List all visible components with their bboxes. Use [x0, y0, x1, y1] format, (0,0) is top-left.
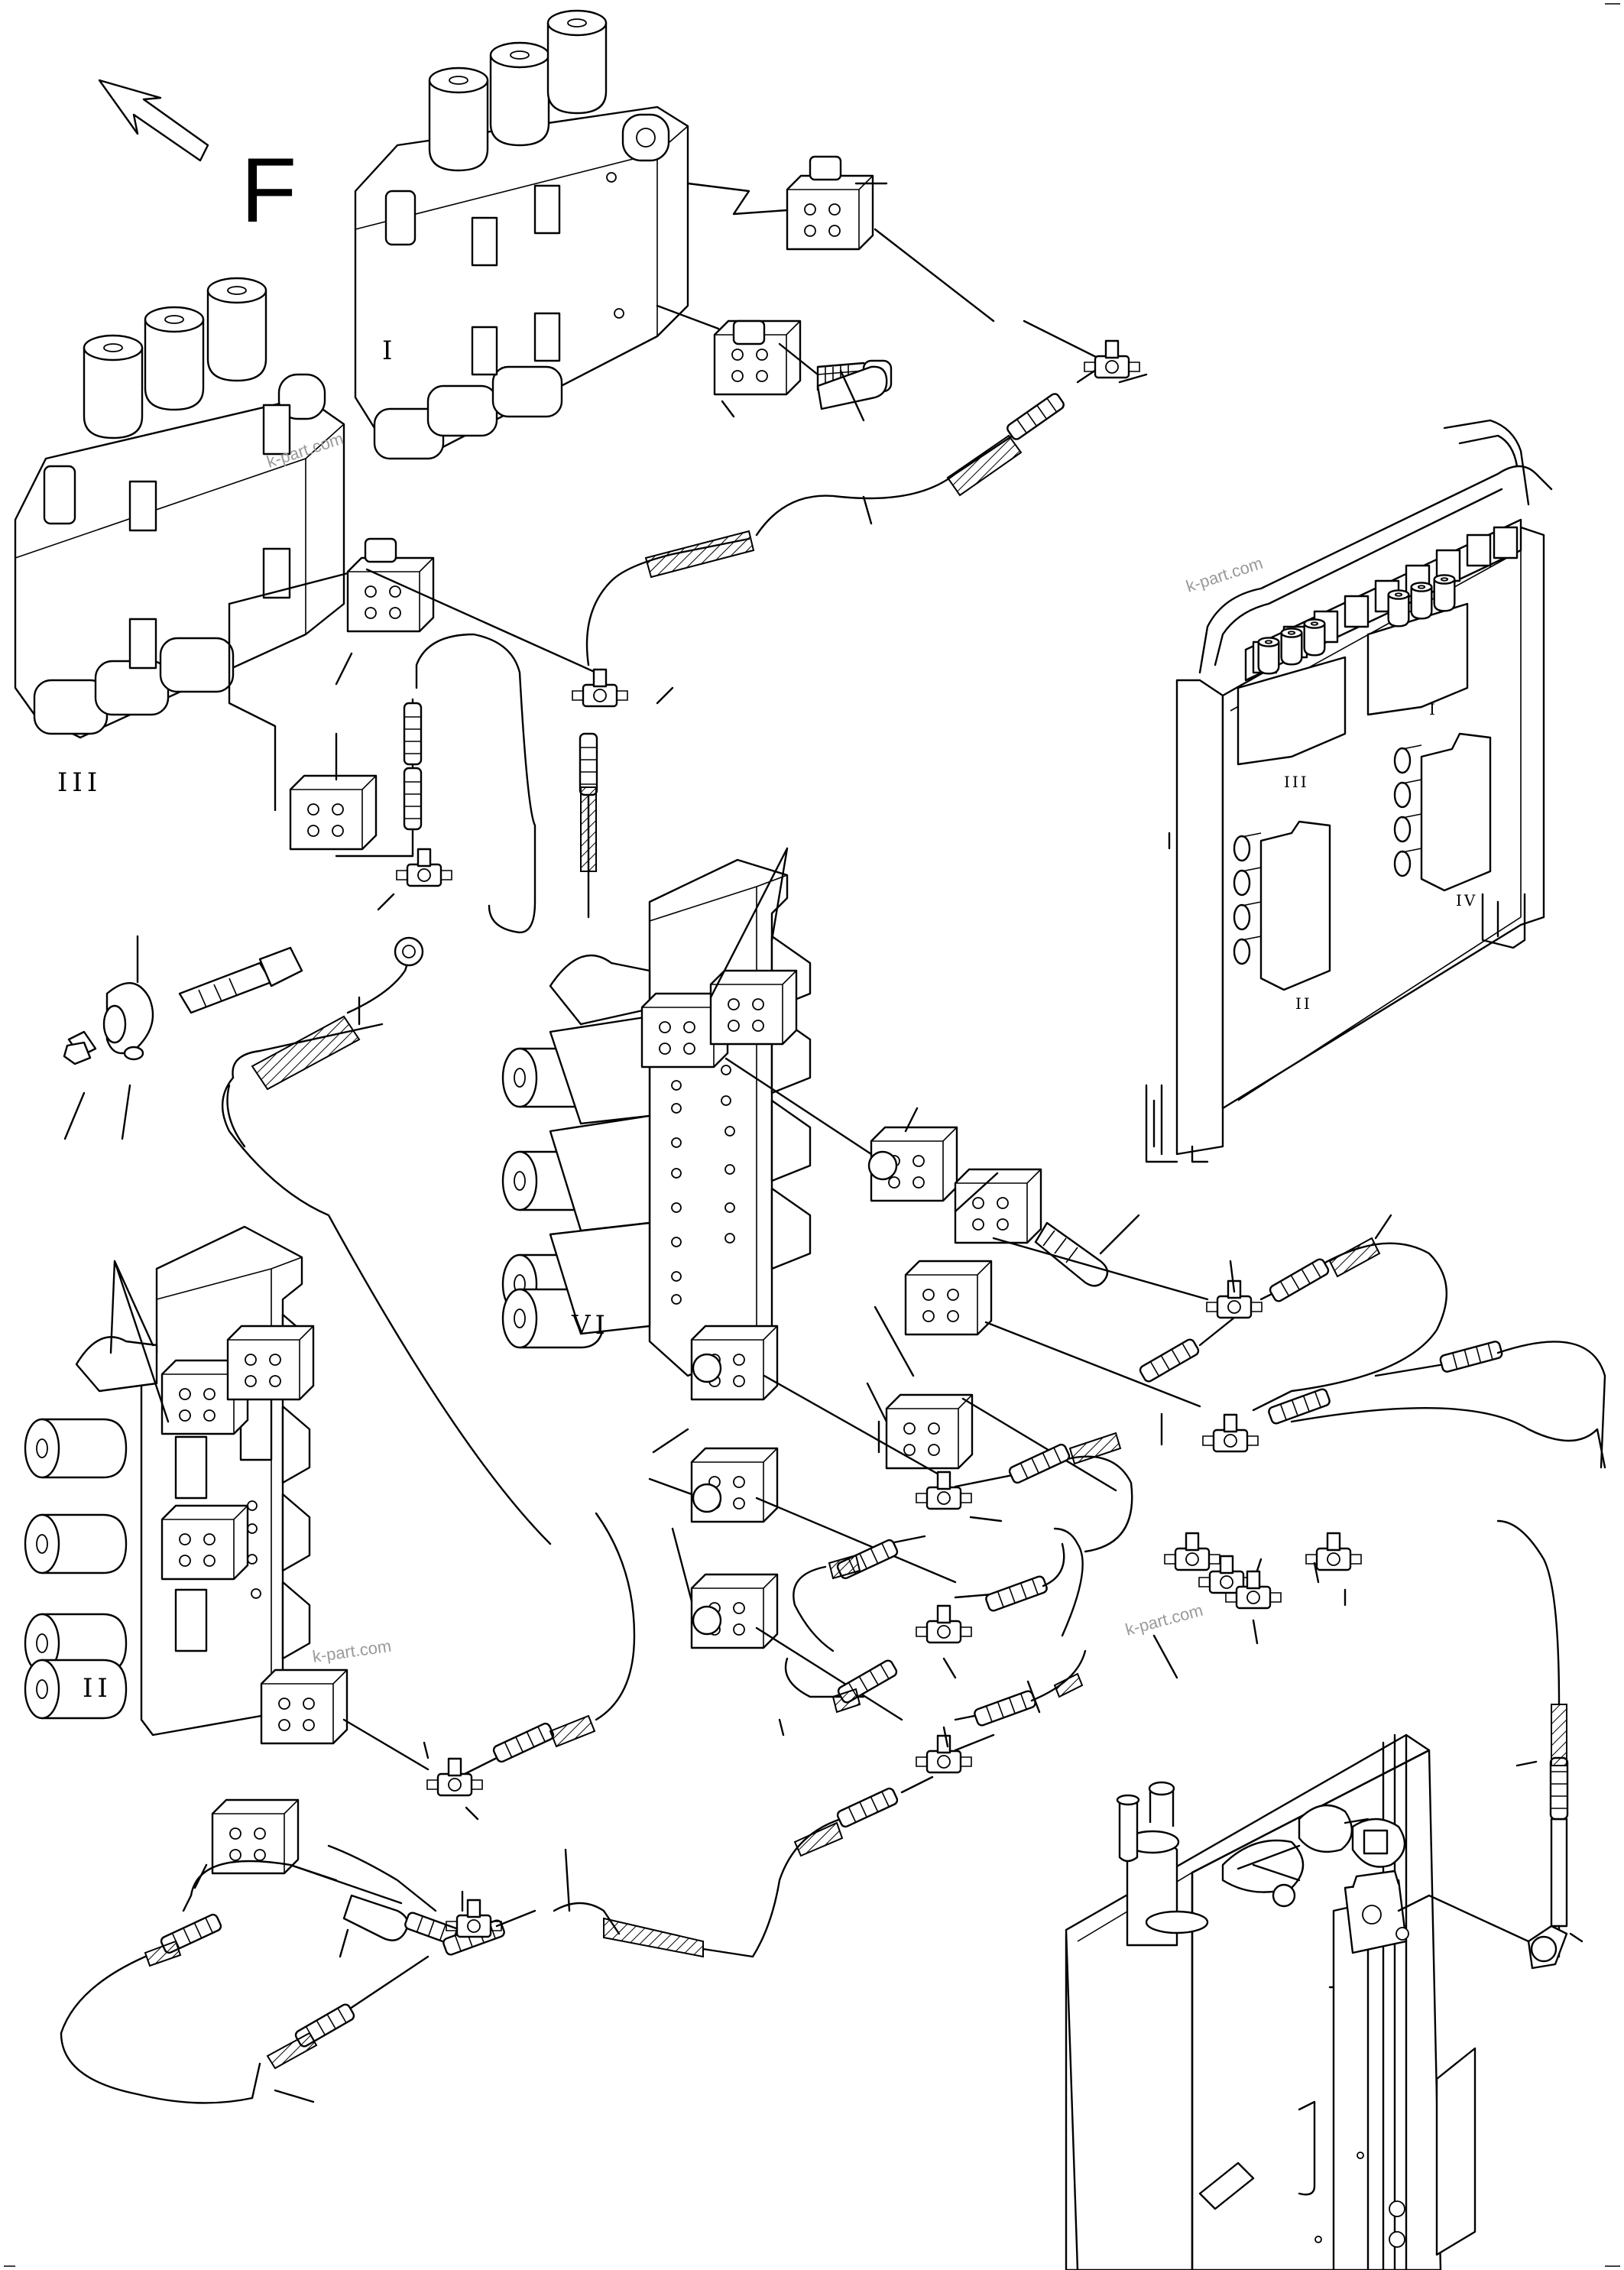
- valve-ii-label: II: [83, 1673, 112, 1704]
- valve-block-iii: III: [15, 277, 344, 798]
- valve-i-label: I: [382, 336, 397, 366]
- direction-label: F: [241, 139, 297, 242]
- leader-lines: [65, 183, 1582, 2102]
- valve-block-i: I: [355, 9, 688, 459]
- valve-block-ii: II: [24, 1227, 315, 1735]
- inset-valve-frame: III I II IV: [1146, 420, 1551, 1162]
- bolts: [64, 367, 1107, 1941]
- watermark-4: k-part.com: [1123, 1600, 1205, 1639]
- valve-vi-label: VI: [571, 1310, 610, 1341]
- inset-label-iv: IV: [1456, 891, 1477, 910]
- inset-hydraulic-tank: [1066, 1735, 1475, 2270]
- inset-label-ii: II: [1295, 994, 1312, 1013]
- inset-label-i: I: [1429, 700, 1438, 718]
- inset-label-iii: III: [1284, 773, 1309, 791]
- manifold-blocks-center: [211, 1126, 1042, 1875]
- manifold-blocks-upper: [289, 157, 891, 851]
- direction-arrow-icon: [99, 80, 208, 161]
- watermark-3: k-part.com: [311, 1636, 392, 1666]
- valve-iii-label: III: [57, 767, 102, 798]
- hydraulic-hoses: [61, 183, 1605, 2103]
- valve-block-vi: VI: [501, 860, 810, 1376]
